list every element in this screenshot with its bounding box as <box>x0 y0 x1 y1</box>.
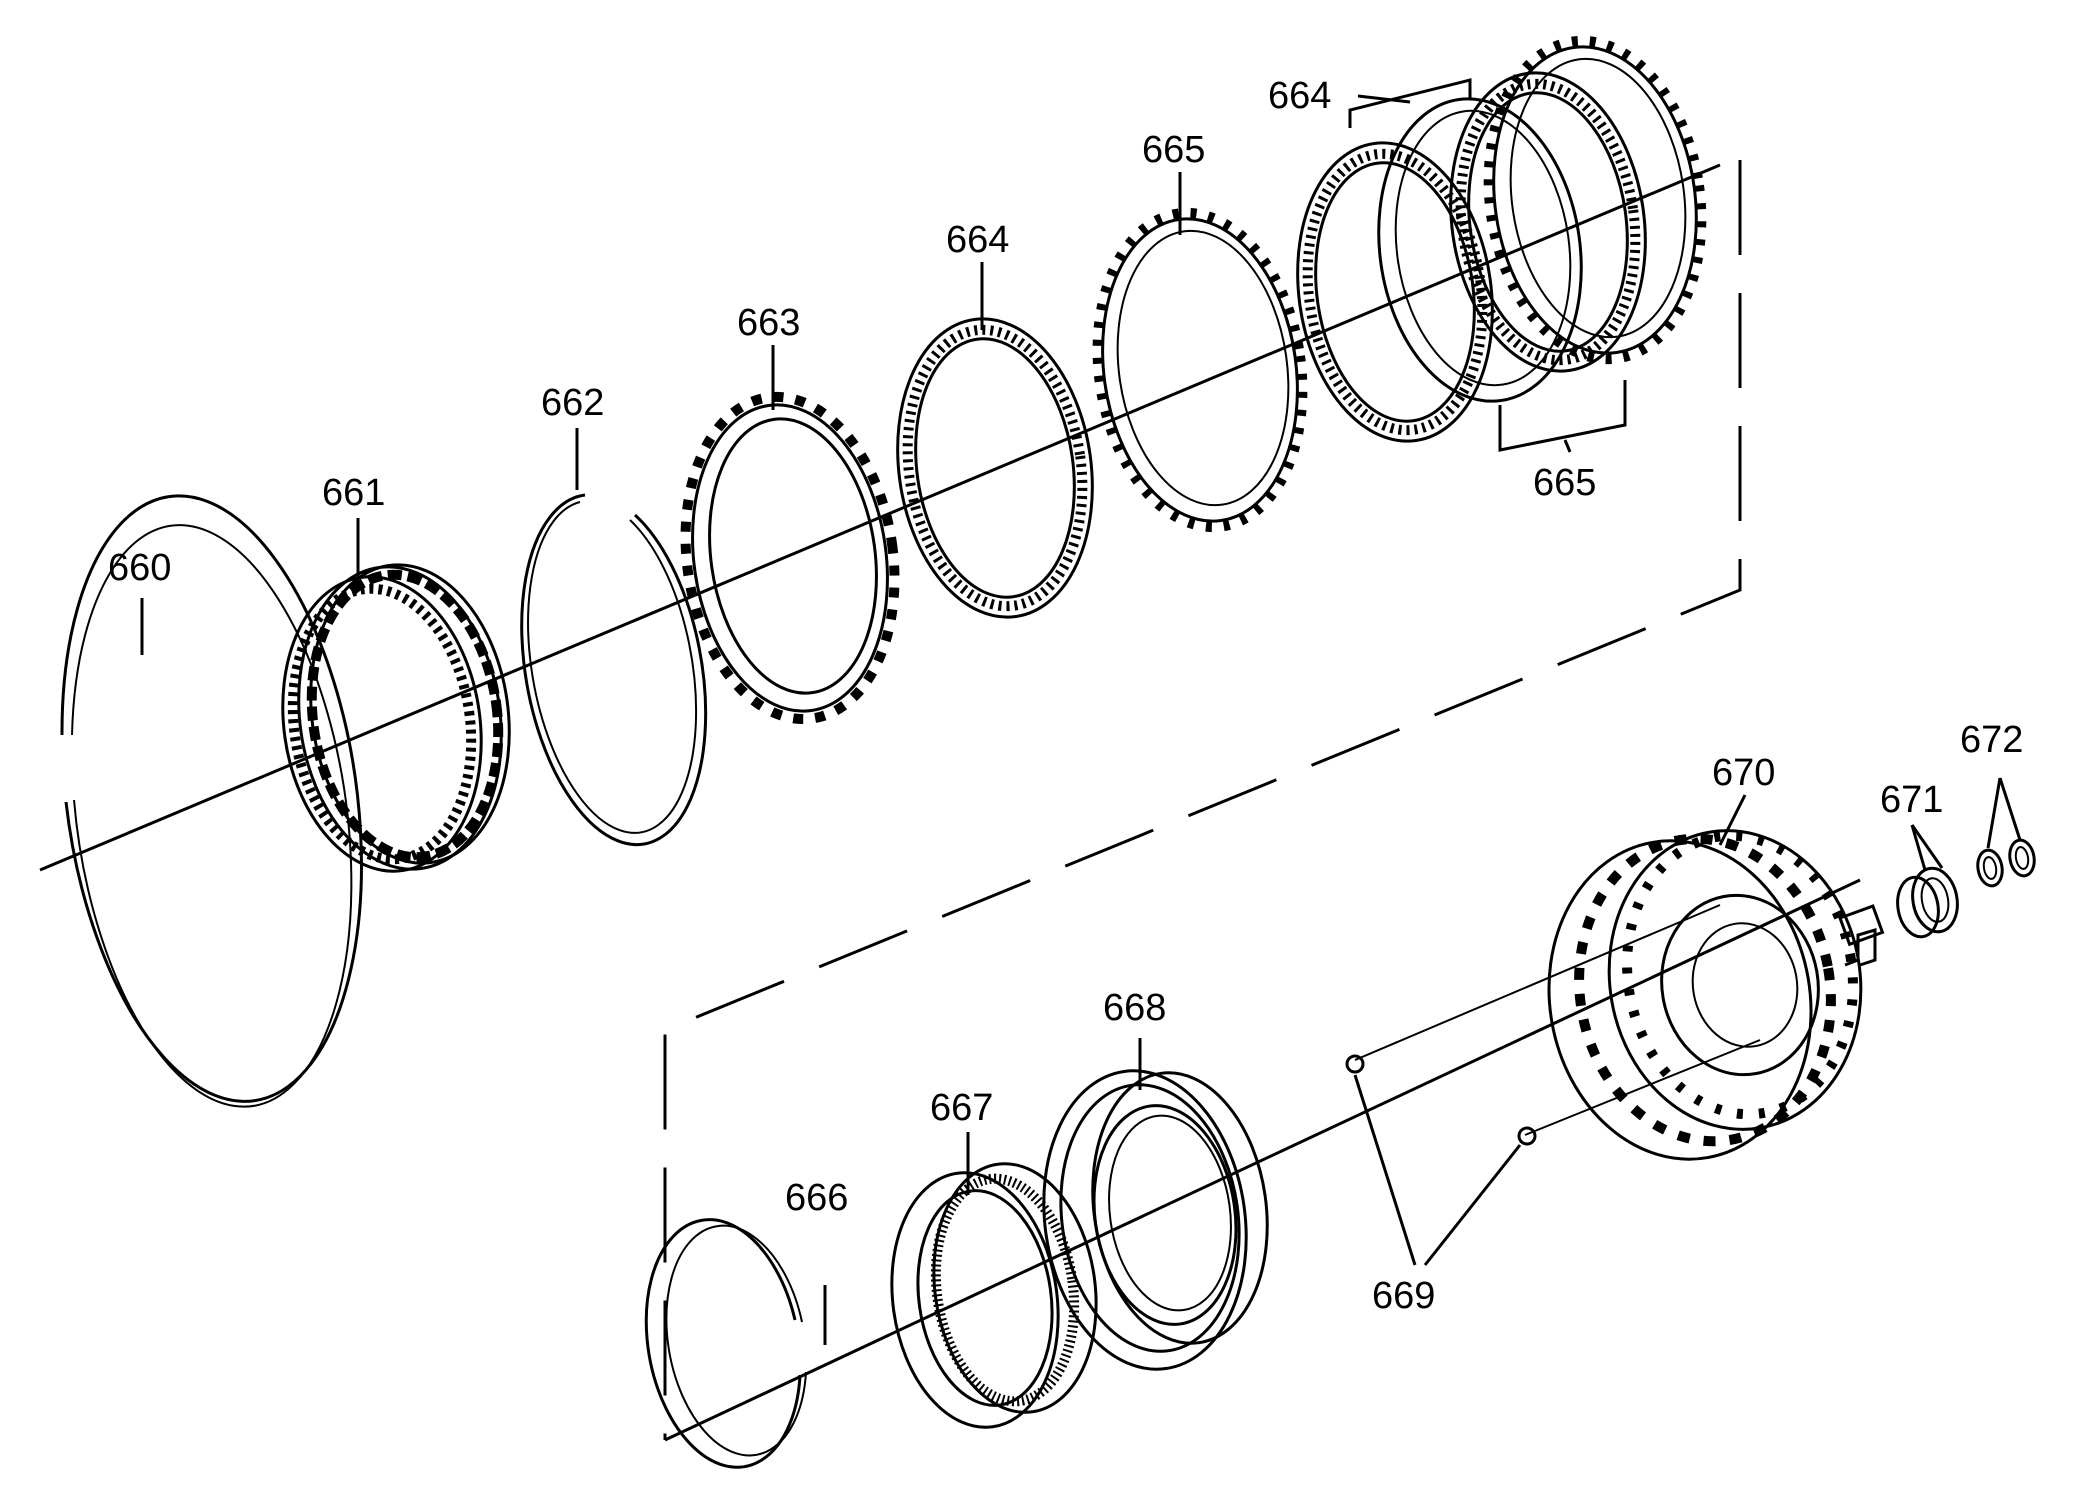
callout-669: 669 <box>1372 1275 1435 1317</box>
part-664-665-clutch-pack <box>1296 35 1707 443</box>
callout-665-group: 665 <box>1533 462 1596 504</box>
leader-669-b <box>1423 1144 1522 1266</box>
callout-663: 663 <box>737 302 800 344</box>
callout-661: 661 <box>322 472 385 514</box>
part-666-snap-ring <box>644 1218 807 1469</box>
part-670-clutch-drum <box>1547 829 1885 1161</box>
part-663-backing-plate <box>680 391 900 725</box>
part-667-piston <box>890 1162 1098 1429</box>
leader-670 <box>1718 794 1747 846</box>
leader-669-a <box>1353 1074 1417 1266</box>
bracket-664 <box>1348 78 1472 128</box>
part-669-pin-lower <box>1517 1126 1537 1146</box>
callout-664-single: 664 <box>946 219 1009 261</box>
part-672-washers <box>1976 838 2036 888</box>
part-668-housing <box>1042 1069 1269 1371</box>
leader-665-bottom <box>1563 439 1572 453</box>
leader-671-b <box>1910 824 1944 869</box>
part-664-friction-plate <box>896 317 1094 619</box>
callout-660: 660 <box>108 547 171 589</box>
callout-664-group: 664 <box>1268 75 1331 117</box>
part-661-ring-gear <box>281 563 511 873</box>
callout-666: 666 <box>785 1177 848 1219</box>
callout-670: 670 <box>1712 752 1775 794</box>
part-665-steel-plate <box>1092 207 1308 533</box>
leader-672-b <box>1998 777 2022 841</box>
callout-672: 672 <box>1960 719 2023 761</box>
callout-667: 667 <box>930 1087 993 1129</box>
part-671-bushing <box>1896 866 1959 939</box>
part-669-pin-upper <box>1345 1054 1365 1074</box>
lower-pin-axis-2 <box>1524 1039 1761 1136</box>
callout-662: 662 <box>541 382 604 424</box>
part-662-snap-ring <box>520 493 708 847</box>
part-660-snap-ring <box>60 494 363 1108</box>
leader-671-a <box>1910 824 1927 871</box>
callout-671: 671 <box>1880 779 1943 821</box>
callout-665-single: 665 <box>1142 129 1205 171</box>
assembly-connector-dashed <box>663 160 1742 1440</box>
leader-664-top <box>1357 94 1411 104</box>
callout-668: 668 <box>1103 987 1166 1029</box>
lower-pin-axis-1 <box>1354 904 1721 1061</box>
leader-672-a <box>1986 777 2002 849</box>
bracket-665 <box>1498 380 1627 452</box>
